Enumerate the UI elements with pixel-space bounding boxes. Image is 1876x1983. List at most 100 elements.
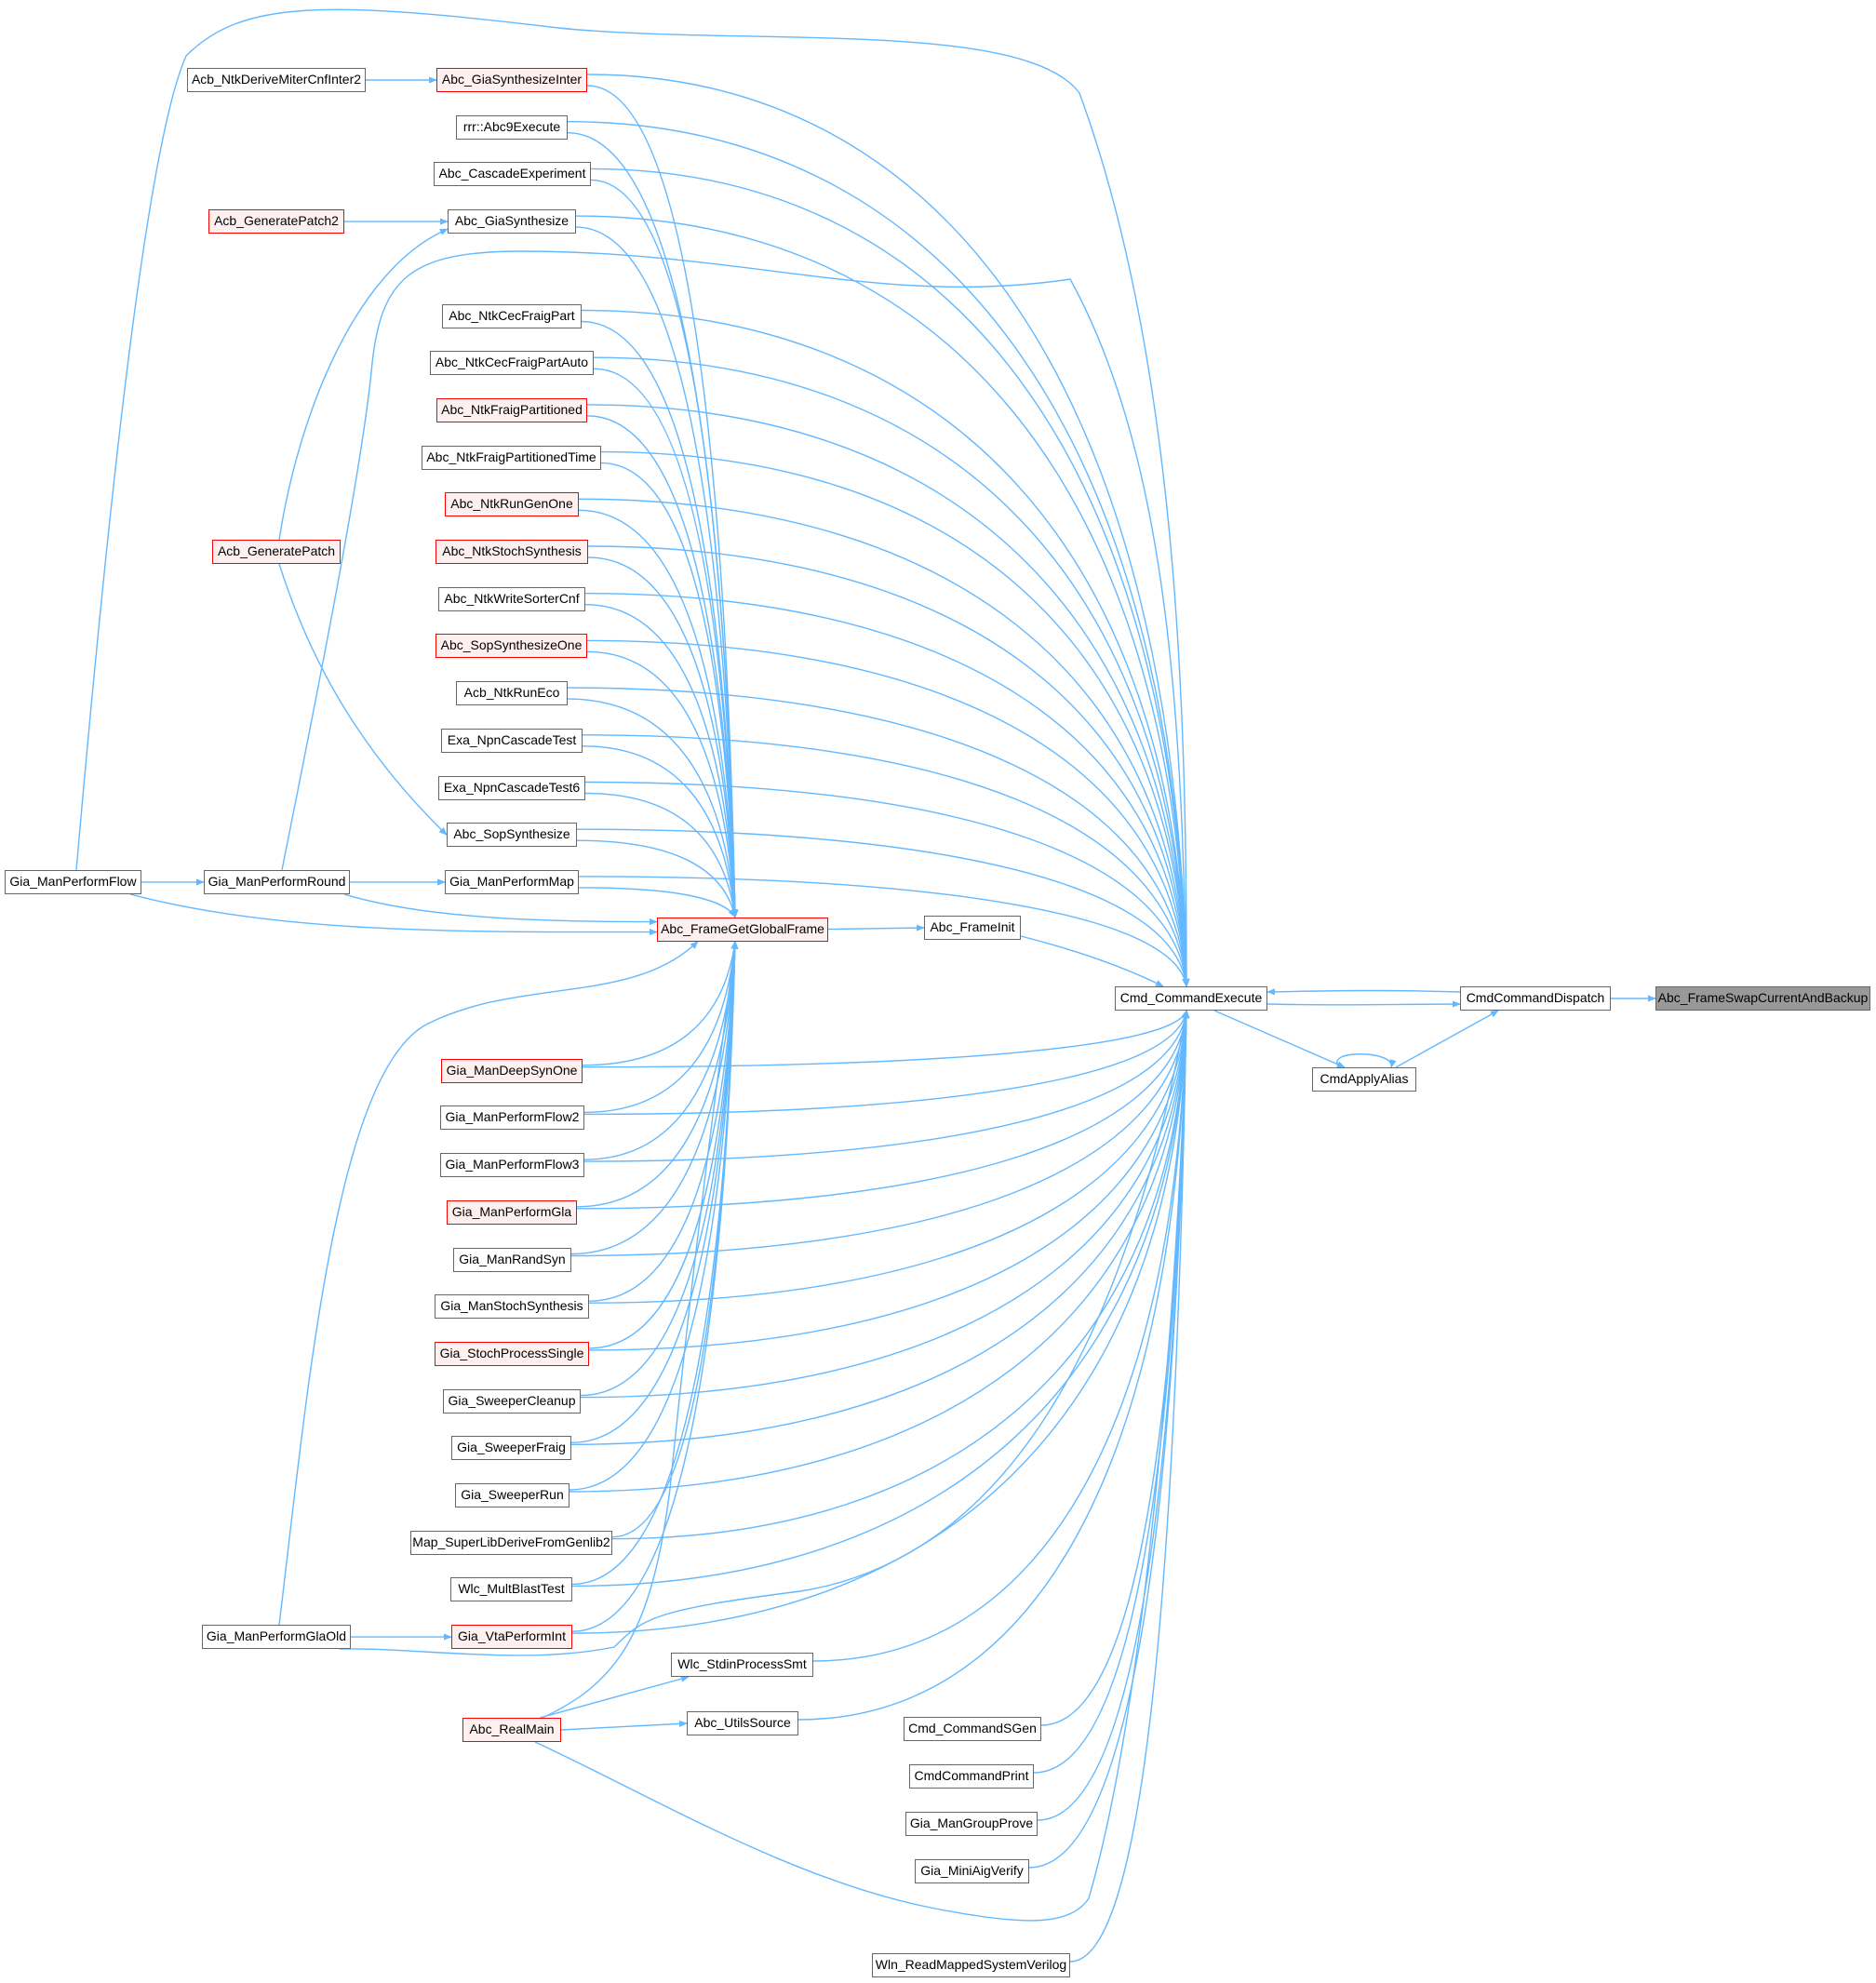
node-flow[interactable]: Gia_ManPerformFlow [5, 869, 141, 894]
edge-cecpartauto-to-exec [593, 356, 1190, 987]
edge-stochsyn-to-exec [588, 1010, 1190, 1304]
edge-flow3-to-gf [583, 940, 738, 1160]
edge-flow3-to-exec [583, 1010, 1189, 1162]
edge-alias-to-alias [1336, 1053, 1397, 1068]
node-dispatch[interactable]: CmdCommandDispatch [1460, 986, 1611, 1011]
edge-swcleanup-to-exec [580, 1010, 1190, 1399]
node-patch2[interactable]: Acb_GeneratePatch2 [208, 209, 344, 234]
node-giasyninter[interactable]: Abc_GiaSynthesizeInter [436, 68, 587, 92]
edge-dispatch-to-exec [1266, 988, 1461, 996]
node-runeco[interactable]: Acb_NtkRunEco [456, 681, 568, 706]
node-swap[interactable]: Abc_FrameSwapCurrentAndBackup [1655, 986, 1870, 1011]
node-glaold[interactable]: Gia_ManPerformGlaOld [202, 1625, 351, 1650]
node-multblast[interactable]: Wlc_MultBlastTest [450, 1577, 572, 1602]
edge-deepsyn-to-exec [582, 1010, 1188, 1068]
edge-wln-to-exec [1069, 1010, 1190, 1963]
edge-giasyn-to-exec [575, 215, 1190, 987]
node-cecpart[interactable]: Abc_NtkCecFraigPart [442, 303, 582, 328]
edge-multblast-to-exec [571, 1010, 1190, 1588]
node-rrr[interactable]: rrr::Abc9Execute [456, 114, 568, 140]
edge-flow-to-gf [129, 893, 658, 936]
node-patch[interactable]: Acb_GeneratePatch [212, 540, 341, 564]
edge-fraigpart-to-exec [586, 404, 1190, 987]
edge-npn6-to-gf [584, 792, 738, 918]
node-gla[interactable]: Gia_ManPerformGla [447, 1199, 577, 1225]
edge-npn-to-gf [582, 745, 738, 918]
node-deepsyn[interactable]: Gia_ManDeepSynOne [441, 1058, 583, 1083]
edge-realmain-to-gf [542, 940, 738, 1719]
node-stochsingle[interactable]: Gia_StochProcessSingle [435, 1341, 589, 1366]
edge-rrr-to-exec [567, 121, 1190, 987]
node-sopsynone[interactable]: Abc_SopSynthesizeOne [436, 634, 587, 659]
node-map[interactable]: Gia_ManPerformMap [445, 869, 579, 894]
node-realmain[interactable]: Abc_RealMain [462, 1718, 561, 1742]
node-sortercnf[interactable]: Abc_NtkWriteSorterCnf [438, 586, 585, 611]
edge-ntkstoch-to-gf [587, 556, 739, 918]
edge-cecpart-to-exec [581, 309, 1190, 987]
node-superlib[interactable]: Map_SuperLibDeriveFromGenlib2 [410, 1530, 612, 1555]
node-vta[interactable]: Gia_VtaPerformInt [451, 1625, 572, 1650]
node-print[interactable]: CmdCommandPrint [909, 1764, 1034, 1789]
node-randsyn[interactable]: Gia_ManRandSyn [453, 1247, 571, 1272]
node-stochsyn[interactable]: Gia_ManStochSynthesis [435, 1294, 589, 1320]
edge-superlib-to-exec [611, 1010, 1190, 1540]
node-flow3[interactable]: Gia_ManPerformFlow3 [440, 1153, 584, 1178]
edge-cecpartauto-to-gf [593, 368, 739, 918]
edge-swfraig-to-exec [570, 1010, 1190, 1445]
edge-cascade-to-gf [590, 179, 739, 918]
edge-rungenone-to-gf [578, 509, 739, 918]
edge-init-to-exec [1020, 935, 1164, 987]
node-swfraig[interactable]: Gia_SweeperFraig [451, 1436, 571, 1461]
edge-map-to-exec [578, 876, 1189, 987]
edge-source-to-exec [797, 1010, 1190, 1721]
edge-flow2-to-exec [583, 1010, 1189, 1116]
node-fraigparttime[interactable]: Abc_NtkFraigPartitionedTime [422, 445, 601, 470]
node-round[interactable]: Gia_ManPerformRound [204, 869, 350, 894]
node-alias[interactable]: CmdApplyAlias [1312, 1067, 1416, 1092]
node-init[interactable]: Abc_FrameInit [924, 916, 1021, 940]
node-miter2[interactable]: Acb_NtkDeriveMiterCnfInter2 [187, 68, 366, 92]
node-flow2[interactable]: Gia_ManPerformFlow2 [440, 1105, 584, 1131]
node-swcleanup[interactable]: Gia_SweeperCleanup [443, 1388, 581, 1414]
node-gf[interactable]: Abc_FrameGetGlobalFrame [657, 917, 828, 942]
node-npn[interactable]: Exa_NpnCascadeTest [441, 728, 583, 753]
node-sgen[interactable]: Cmd_CommandSGen [904, 1717, 1041, 1741]
edge-randsyn-to-gf [570, 940, 739, 1255]
node-source[interactable]: Abc_UtilsSource [687, 1711, 798, 1735]
node-cascade[interactable]: Abc_CascadeExperiment [434, 162, 591, 187]
node-sopsyn[interactable]: Abc_SopSynthesize [447, 823, 577, 848]
node-groupprove[interactable]: Gia_ManGroupProve [905, 1812, 1038, 1836]
node-wln[interactable]: Wln_ReadMappedSystemVerilog [872, 1953, 1070, 1977]
edge-stochsyn-to-gf [588, 940, 739, 1302]
edge-ntkstoch-to-exec [587, 545, 1190, 987]
edge-rungenone-to-exec [578, 498, 1190, 987]
edge-sopsyn-to-gf [576, 839, 737, 918]
edge-realmain-to-exec [534, 1010, 1190, 1922]
edge-npn6-to-exec [584, 781, 1189, 987]
node-giasyn[interactable]: Abc_GiaSynthesize [448, 209, 576, 234]
edge-gla-to-exec [576, 1010, 1189, 1210]
node-miniaig[interactable]: Gia_MiniAigVerify [915, 1859, 1029, 1883]
node-cecpartauto[interactable]: Abc_NtkCecFraigPartAuto [430, 351, 594, 376]
edge-miniaig-to-exec [1028, 1010, 1190, 1869]
node-smt[interactable]: Wlc_StdinProcessSmt [671, 1653, 813, 1677]
edge-swrun-to-exec [569, 1010, 1190, 1493]
edge-runeco-to-gf [567, 698, 738, 918]
edge-multblast-to-gf [571, 940, 739, 1586]
edge-flow2-to-gf [583, 940, 738, 1114]
edge-flow-to-exec [75, 8, 1190, 987]
edge-gla-to-gf [576, 940, 739, 1208]
node-fraigpart[interactable]: Abc_NtkFraigPartitioned [436, 397, 587, 422]
edge-smt-to-exec [812, 1010, 1190, 1662]
node-swrun[interactable]: Gia_SweeperRun [455, 1483, 570, 1507]
edge-vta-to-gf [571, 940, 739, 1632]
edge-realmain-to-source [560, 1720, 688, 1731]
node-rungenone[interactable]: Abc_NtkRunGenOne [445, 492, 579, 517]
node-ntkstoch[interactable]: Abc_NtkStochSynthesis [436, 540, 588, 564]
edge-glaold-to-exec [339, 1010, 1189, 1656]
node-exec[interactable]: Cmd_CommandExecute [1115, 986, 1267, 1011]
edge-sopsynone-to-gf [586, 650, 739, 918]
edge-randsyn-to-exec [570, 1010, 1190, 1257]
node-npn6[interactable]: Exa_NpnCascadeTest6 [438, 775, 585, 800]
